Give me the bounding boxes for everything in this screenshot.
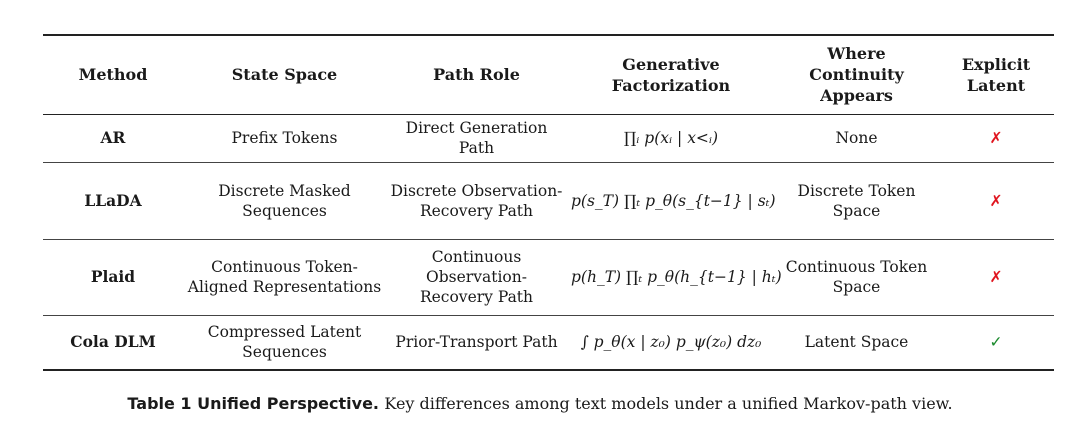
- header-generative-factorization: Generative Factorization: [611, 54, 731, 95]
- cell-state-space: Continuous Token-Aligned Representations: [187, 258, 382, 296]
- cell-path-role: Direct Generation Path: [405, 119, 548, 157]
- cross-mark-icon: ✗: [989, 191, 1003, 210]
- table-header-row: Method State Space Path Role Generative …: [43, 35, 1054, 114]
- cell-factorization: p(s_T) ∏ₜ p_θ(s_{t−1} | sₜ): [571, 191, 776, 210]
- header-explicit-latent: Explicit Latent: [961, 54, 1031, 95]
- cell-path-role: Prior-Transport Path: [395, 333, 558, 352]
- table-caption: Table 1 Unified Perspective. Key differe…: [0, 393, 1080, 415]
- cell-method: AR: [100, 128, 126, 147]
- header-path-role: Path Role: [433, 65, 520, 85]
- cell-continuity: Continuous Token Space: [785, 258, 928, 296]
- cell-state-space: Prefix Tokens: [231, 129, 338, 147]
- table-row: AR Prefix Tokens Direct Generation Path …: [43, 114, 1054, 162]
- cell-state-space: Compressed Latent Sequences: [207, 323, 362, 362]
- cell-continuity: Latent Space: [804, 333, 909, 352]
- cross-mark-icon: ✗: [989, 268, 1003, 286]
- table-row: Plaid Continuous Token-Aligned Represent…: [43, 239, 1054, 315]
- cross-mark-icon: ✗: [989, 129, 1003, 147]
- unified-perspective-table: Method State Space Path Role Generative …: [43, 34, 1054, 371]
- cell-path-role: Continuous Observation-Recovery Path: [419, 248, 534, 306]
- cell-method: Cola DLM: [70, 332, 156, 352]
- cell-state-space: Discrete Masked Sequences: [218, 181, 351, 220]
- table-row: Cola DLM Compressed Latent Sequences Pri…: [43, 315, 1054, 370]
- cell-path-role: Discrete Observation-Recovery Path: [390, 181, 563, 220]
- header-state-space: State Space: [231, 65, 338, 85]
- cell-factorization: p(h_T) ∏ₜ p_θ(h_{t−1} | hₜ): [571, 268, 782, 286]
- caption-label: Table 1 Unified Perspective.: [127, 394, 380, 413]
- cell-factorization: ∏ᵢ p(xᵢ | x<ᵢ): [623, 129, 719, 147]
- caption-text: Key differences among text models under …: [384, 394, 953, 413]
- cell-factorization: ∫ p_θ(x | z₀) p_ψ(z₀) dz₀: [580, 333, 762, 352]
- table-row: LLaDA Discrete Masked Sequences Discrete…: [43, 162, 1054, 239]
- cell-method: LLaDA: [84, 190, 142, 210]
- check-mark-icon: ✓: [989, 333, 1003, 352]
- cell-continuity: None: [835, 129, 878, 147]
- cell-continuity: Discrete Token Space: [797, 181, 916, 220]
- header-where-continuity-appears: Where Continuity Appears: [809, 44, 904, 106]
- header-method: Method: [78, 65, 148, 85]
- cell-method: Plaid: [90, 267, 136, 286]
